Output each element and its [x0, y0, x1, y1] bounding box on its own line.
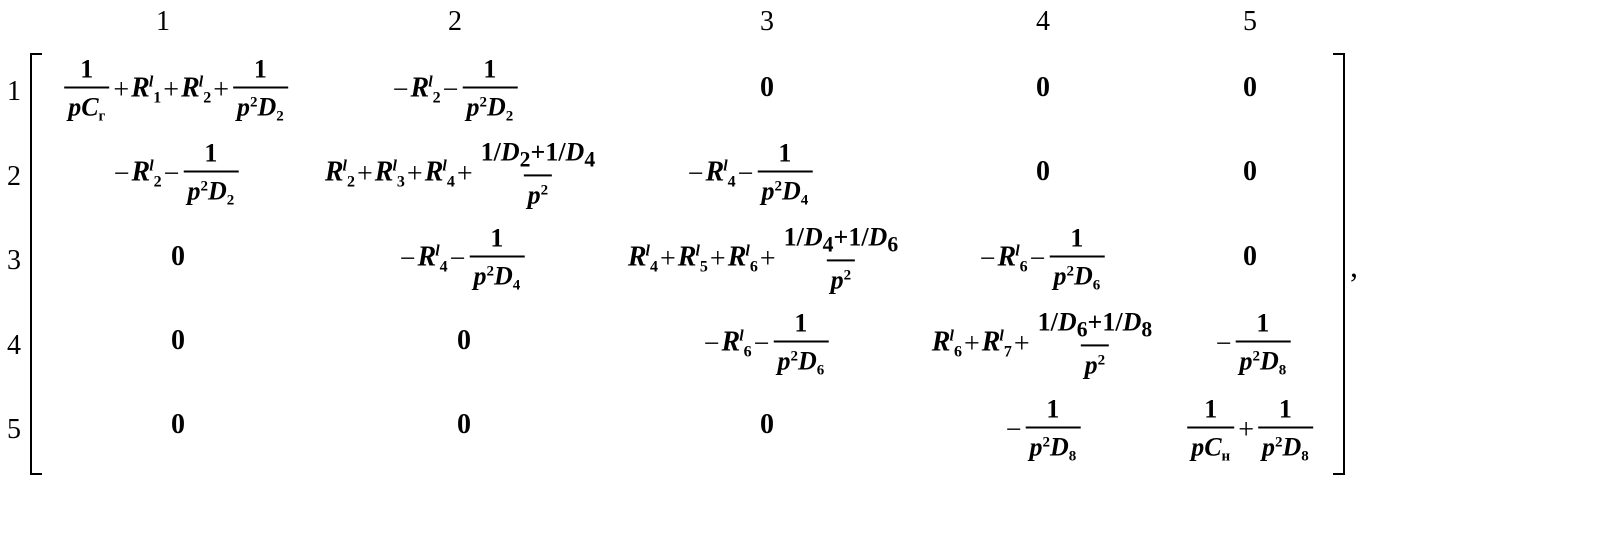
- cell-2-5: 0: [1243, 156, 1257, 187]
- column-header-5: 5: [1243, 6, 1257, 37]
- cell-3-1: 0: [171, 241, 185, 272]
- cell-1-4: 0: [1036, 72, 1050, 103]
- cell-1-5: 0: [1243, 72, 1257, 103]
- cell-2-4: 0: [1036, 156, 1050, 187]
- column-header-2: 2: [448, 6, 462, 37]
- column-header-4: 4: [1036, 6, 1050, 37]
- cell-3-5: 0: [1243, 241, 1257, 272]
- row-header-4: 4: [7, 330, 21, 361]
- row-header-2: 2: [7, 161, 21, 192]
- cell-1-3: 0: [760, 72, 774, 103]
- column-header-3: 3: [760, 6, 774, 37]
- matrix-right-bracket: [1333, 53, 1345, 475]
- row-header-1: 1: [7, 76, 21, 107]
- cell-4-1: 0: [171, 325, 185, 356]
- row-header-5: 5: [7, 414, 21, 445]
- row-header-3: 3: [7, 245, 21, 276]
- cell-5-2: 0: [457, 409, 471, 440]
- cell-5-3: 0: [760, 409, 774, 440]
- trailing-comma: ,: [1350, 248, 1358, 284]
- cell-5-1: 0: [171, 409, 185, 440]
- matrix-left-bracket: [30, 53, 42, 475]
- column-header-1: 1: [156, 6, 170, 37]
- cell-4-2: 0: [457, 325, 471, 356]
